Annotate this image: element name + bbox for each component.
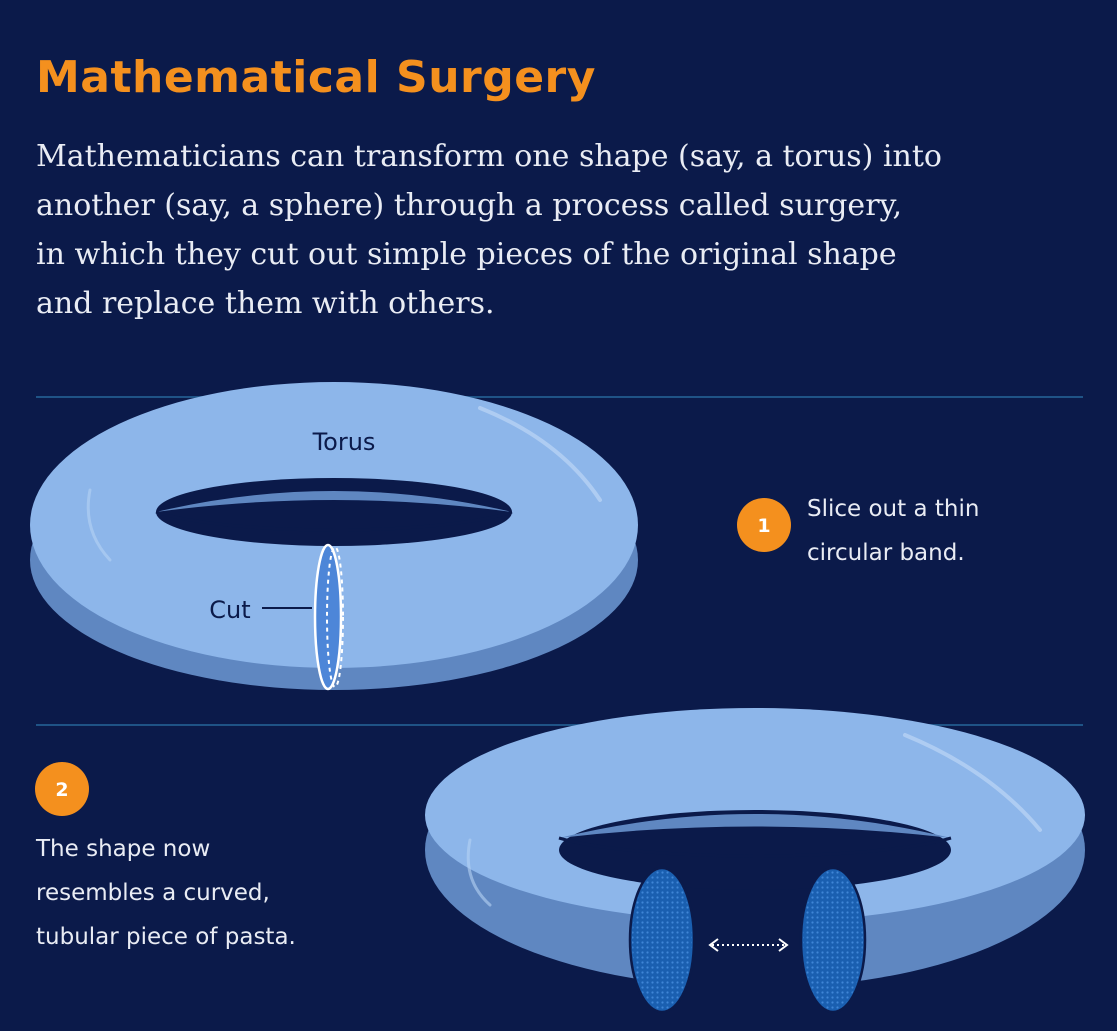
intro-paragraph: Mathematicians can transform one shape (… [36, 132, 1076, 328]
step-1-number: 1 [757, 515, 770, 537]
step-1-line: Slice out a thin [807, 496, 980, 522]
double-arrow-icon [708, 938, 789, 952]
intro-line: Mathematicians can transform one shape (… [36, 139, 942, 174]
step-2-line: tubular piece of pasta. [36, 924, 296, 950]
step-1-badge [737, 498, 791, 552]
page-title: Mathematical Surgery [36, 52, 596, 103]
step-1-text: Slice out a thin circular band. [807, 487, 1067, 575]
step-2-line: The shape now [36, 836, 211, 862]
step-1-line: circular band. [807, 540, 965, 566]
intro-line: and replace them with others. [36, 286, 495, 321]
intro-line: another (say, a sphere) through a proces… [36, 188, 903, 223]
intro-line: in which they cut out simple pieces of t… [36, 237, 897, 272]
torus-label: Torus [312, 428, 376, 456]
step-2-text: The shape now resembles a curved, tubula… [36, 827, 376, 959]
cut-torus-shape [425, 708, 1085, 1031]
cut-label: Cut [209, 596, 250, 624]
step-2-number: 2 [55, 779, 68, 801]
cut-band [313, 543, 343, 691]
step-2-line: resembles a curved, [36, 880, 270, 906]
torus-shape [30, 382, 638, 691]
step-2-badge [35, 762, 89, 816]
